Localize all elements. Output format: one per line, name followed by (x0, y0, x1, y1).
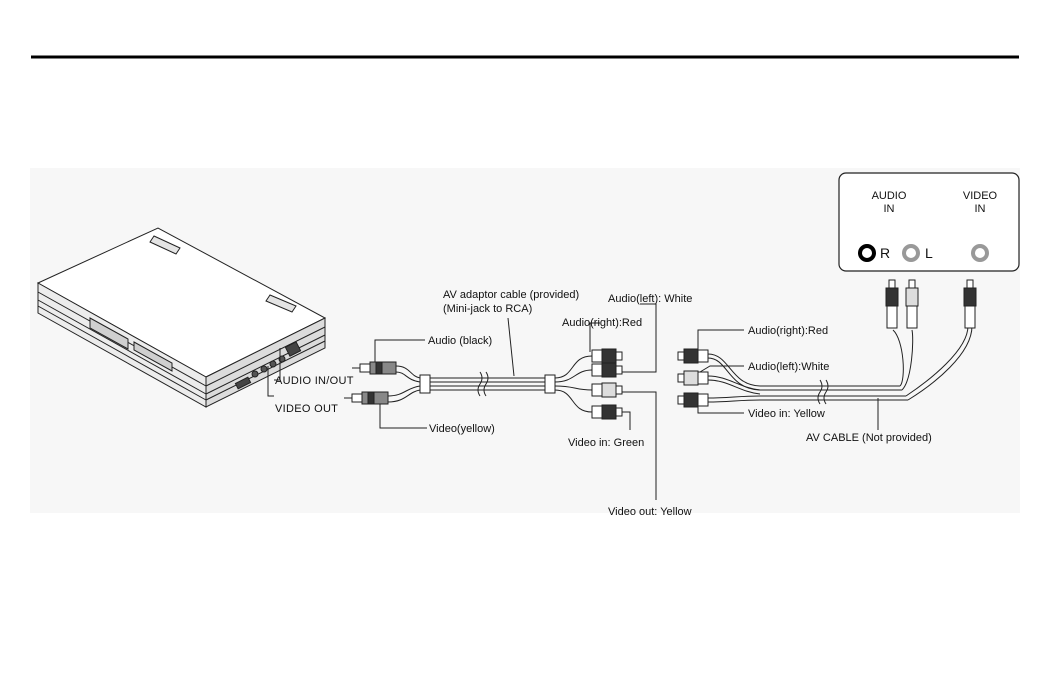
video-out-yellow-label: Video out: Yellow (608, 506, 692, 518)
audio-left-white-label: Audio(left): White (608, 293, 692, 305)
av-audio-right-red-label: Audio(right):Red (748, 325, 828, 337)
video-yellow-label: Video(yellow) (429, 423, 495, 435)
jack-l-label: L (925, 245, 933, 261)
rca-plug-icon (678, 349, 708, 407)
rca-jack-icon (860, 246, 874, 260)
video-in-green-label: Video in: Green (568, 437, 644, 449)
av-cable-not-provided-label: AV CABLE (Not provided) (806, 432, 932, 444)
av-audio-left-white-label: Audio(left):White (748, 361, 829, 373)
tv-input-panel: AUDIO IN VIDEO IN R L (839, 173, 1019, 271)
audio-in-out-label: AUDIO IN/OUT (275, 375, 354, 387)
rca-jack-icon (973, 246, 987, 260)
av-video-in-yellow-label: Video in: Yellow (748, 408, 825, 420)
av-adaptor-cable-label: AV adaptor cable (provided) (443, 289, 579, 301)
audio-right-red-label: Audio(right):Red (562, 317, 642, 329)
audio-in-label: AUDIO (872, 190, 907, 202)
video-in-label: VIDEO (963, 190, 998, 202)
jack-r-label: R (880, 245, 890, 261)
av-adaptor-cable-sublabel: (Mini-jack to RCA) (443, 303, 532, 315)
audio-in-sublabel: IN (884, 203, 895, 215)
video-in-sublabel: IN (975, 203, 986, 215)
audio-black-label: Audio (black) (428, 335, 492, 347)
rca-jack-icon (904, 246, 918, 260)
video-out-label: VIDEO OUT (275, 403, 338, 415)
